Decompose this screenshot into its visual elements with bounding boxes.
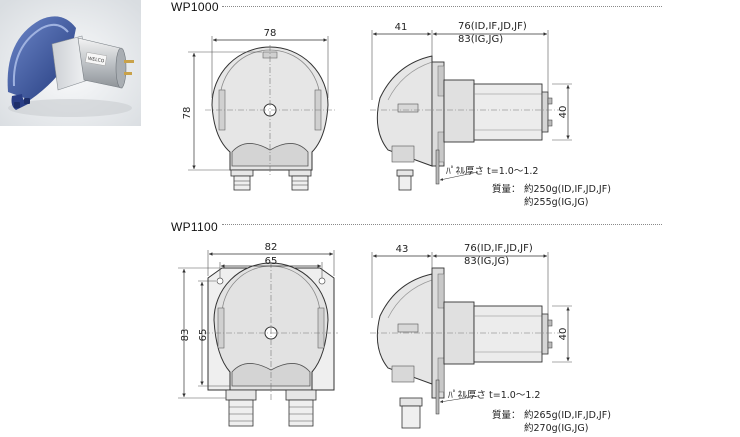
wp1100-front-inner-width-label: 65 xyxy=(265,256,278,267)
wp1100-mass-line-2: 約270g(IG,JG) xyxy=(524,422,588,434)
wp1100-title-rule xyxy=(222,224,662,225)
wp1000-front-view xyxy=(188,36,335,191)
wp1100-panel-note: ﾊﾟﾈﾙ厚さ t=1.0～1.2 xyxy=(448,390,540,401)
wp1100-side-depth-label: 43 xyxy=(396,244,409,255)
wp1100-front-view xyxy=(178,250,338,427)
wp1000-side-depth-label: 41 xyxy=(395,22,408,33)
wp1000-side-view xyxy=(370,30,572,191)
wp1100-front-inner-height-label: 65 xyxy=(198,329,209,342)
wp1100-mass-line-1: 約265g(ID,IF,JD,JF) xyxy=(524,409,611,421)
wp1100-title: WP1100 xyxy=(171,220,218,234)
wp1100-mass-label: 質量： xyxy=(492,409,521,421)
wp1000-mass-line-2: 約255g(IG,JG) xyxy=(524,196,588,208)
wp1000-title: WP1000 xyxy=(171,0,219,14)
wp1000-side-length-label-1: 76(ID,IF,JD,JF) xyxy=(458,21,527,32)
wp1100-front-height-label: 83 xyxy=(180,329,191,342)
wp1100-side-height-label: 40 xyxy=(558,328,569,341)
wp1100-front-width-label: 82 xyxy=(265,242,278,253)
wp1100-side-view xyxy=(370,252,572,429)
wp1000-front-width-label: 78 xyxy=(264,28,277,39)
wp1000-mass-line-1: 約250g(ID,IF,JD,JF) xyxy=(524,183,611,195)
wp1000-panel-note: ﾊﾟﾈﾙ厚さ t=1.0～1.2 xyxy=(446,166,538,177)
wp1100-side-length-label-1: 76(ID,IF,JD,JF) xyxy=(464,243,533,254)
wp1000-side-length-label-2: 83(IG,JG) xyxy=(458,34,503,45)
wp1000-title-rule xyxy=(222,6,662,7)
wp1000-front-height-label: 78 xyxy=(182,107,193,120)
wp1100-side-length-label-2: 83(IG,JG) xyxy=(464,256,509,267)
wp1000-side-height-label: 40 xyxy=(558,106,569,119)
photo-brand-label: WELCO xyxy=(87,56,105,65)
product-photo: WELCO xyxy=(0,0,141,126)
wp1000-mass-label: 質量： xyxy=(492,183,521,195)
